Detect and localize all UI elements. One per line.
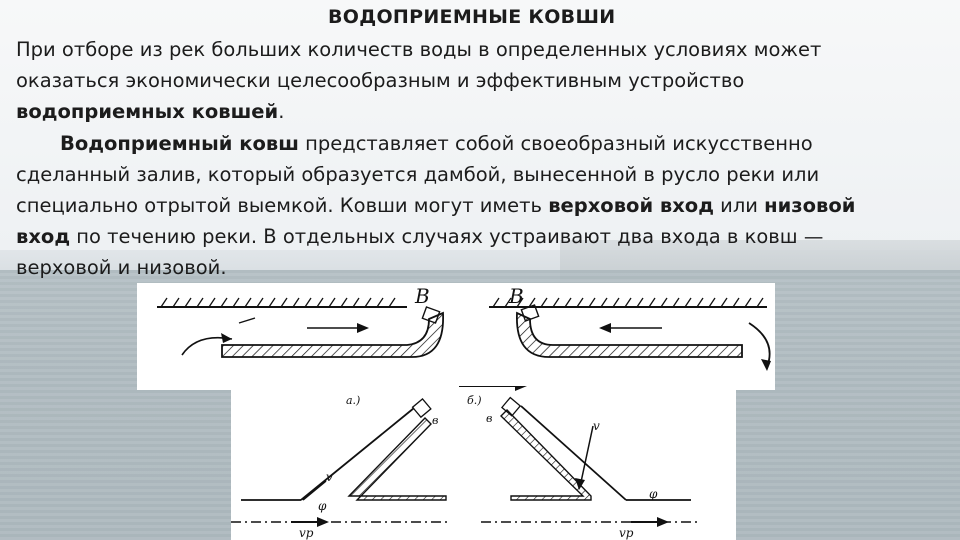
a-velocity-arrow <box>302 480 327 501</box>
left-dam <box>221 311 444 358</box>
b-dam <box>500 409 592 501</box>
left-shore-hatch <box>160 297 396 308</box>
b-channel-right-wall <box>520 405 627 501</box>
intro-line-2: оказаться экономически целесообразным и … <box>16 69 745 92</box>
background-sky <box>0 0 960 250</box>
diagram-bottom-panel: а.) в v φ vр б.) в v φ vр <box>231 386 736 540</box>
b-label-v: v <box>593 419 600 433</box>
def-text-5: по течению реки. В отдельных случаях уст… <box>70 225 824 248</box>
a-label-v: v <box>326 470 333 484</box>
def-bold-term: Водоприемный ковш <box>60 132 299 155</box>
def-text-2: сделанный залив, который образуется дамб… <box>16 163 820 186</box>
right-dam <box>516 311 743 358</box>
b-label-vp: vр <box>619 526 634 540</box>
right-shore-hatch <box>492 297 764 308</box>
diagram-top-panel: В В <box>137 283 775 390</box>
a-label-b: в <box>432 414 438 427</box>
a-gate <box>411 397 432 419</box>
def-bold-entry: вход <box>16 225 71 248</box>
a-label-vp: vр <box>299 526 314 540</box>
paragraph-intro: При отборе из рек больших количеств воды… <box>16 34 946 127</box>
label-b-right: В <box>508 284 524 308</box>
a-dam <box>347 417 447 501</box>
a-channel-left-wall <box>300 407 415 501</box>
intro-line-1: При отборе из рек больших количеств воды… <box>16 38 822 61</box>
a-label-phi: φ <box>318 499 327 513</box>
right-gate <box>520 304 540 322</box>
label-b-left: В <box>414 284 430 308</box>
intro-bold-term: водоприемных ковшей <box>16 100 279 123</box>
slide-title: ВОДОПРИЕМНЫЕ КОВШИ <box>328 6 616 28</box>
label-variant-b: б.) <box>467 394 482 407</box>
diagram-bottom-svg: а.) в v φ vр б.) в v φ vр <box>231 386 701 540</box>
paragraph-definition: Водоприемный ковш представляет собой сво… <box>16 128 946 283</box>
b-label-b: в <box>486 412 492 425</box>
def-text-6: верховой и низовой. <box>16 256 227 279</box>
def-text-3: специально отрытой выемкой. Ковши могут … <box>16 194 549 217</box>
b-label-phi: φ <box>649 487 658 501</box>
def-bold-downstream: низовой <box>764 194 856 217</box>
b-velocity-arrow <box>580 425 594 483</box>
diagram-top-svg: В В <box>157 284 771 371</box>
def-text-1: представляет собой своеобразный искусств… <box>298 132 813 155</box>
label-variant-a: а.) <box>346 394 360 407</box>
left-gate <box>421 306 441 324</box>
def-bold-upstream: верховой вход <box>548 194 714 217</box>
intro-end: . <box>278 100 285 123</box>
def-text-4: или <box>713 194 765 217</box>
